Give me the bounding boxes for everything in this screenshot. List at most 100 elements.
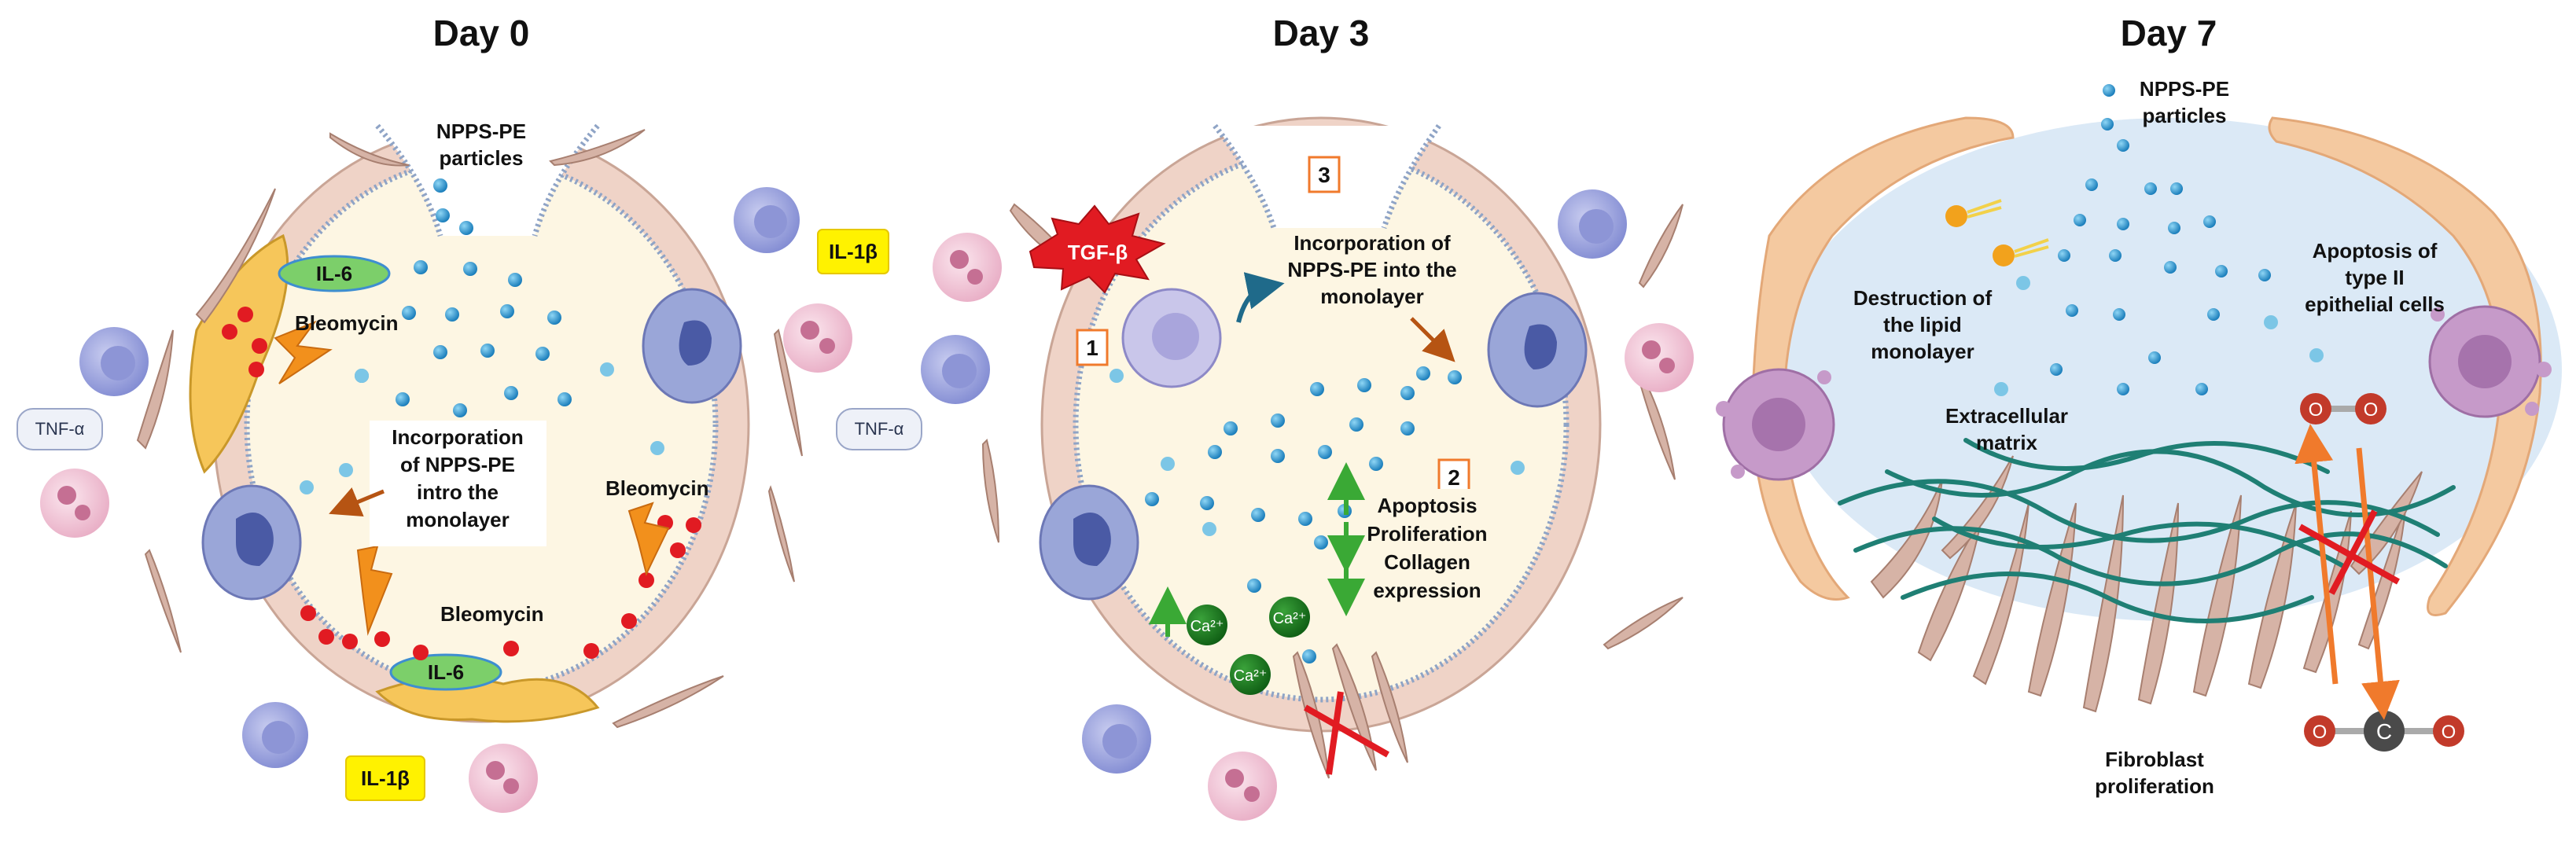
apoptotic-epithelial-cell [2428, 305, 2552, 418]
fibroblast-line2: proliferation [2095, 774, 2214, 798]
type-ii-cell [1039, 484, 1139, 601]
destruction-line3: monolayer [1871, 340, 1974, 363]
incorporation-line4: monolayer [406, 508, 510, 531]
incorporation-line3: intro the [417, 480, 499, 504]
carbon-dioxide-molecule: O C O [2304, 711, 2464, 752]
type-ii-cell [1487, 292, 1588, 408]
calcium-label: Ca²⁺ [1190, 618, 1224, 635]
incorporation-line3: monolayer [1320, 285, 1424, 308]
il1b-badge: IL-1β [345, 755, 425, 801]
fibroblast-group [136, 129, 803, 729]
tgf-beta-label: TGF-β [1068, 241, 1128, 264]
effect-apoptosis: Apoptosis [1377, 494, 1477, 517]
lipid-debris [1945, 199, 2049, 266]
panel-title-day3: Day 3 [1273, 13, 1370, 53]
destruction-line1: Destruction of [1853, 286, 1993, 310]
neutrophil-cell [40, 469, 109, 538]
npps-pe-label-line1: NPPS-PE [436, 119, 526, 143]
atom-label: O [2364, 399, 2379, 421]
destruction-line2: the lipid [1883, 313, 1962, 336]
neutrophil-cell [1208, 752, 1277, 821]
apoptosis-line3: epithelial cells [2305, 292, 2445, 316]
blocked-x-icon [1304, 691, 1389, 775]
il1b-label: IL-1β [829, 240, 878, 263]
npps-pe-label-line1: NPPS-PE [2140, 77, 2229, 101]
neutrophil-cell [1625, 323, 1694, 392]
il1b-badge: IL-1β [817, 229, 889, 274]
atom-label: O [2442, 722, 2456, 743]
incorporation-line2: of NPPS-PE [400, 453, 515, 476]
apoptotic-epithelial-cell [1716, 368, 1835, 481]
panel-title-day7: Day 7 [2121, 13, 2217, 53]
npps-pe-particles [355, 178, 572, 417]
atom-label: C [2376, 719, 2392, 744]
type-i-cell [2268, 116, 2542, 616]
calcium-ion: Ca²⁺ [1269, 597, 1310, 638]
effect-expression: expression [1373, 579, 1481, 602]
atom-label: O [2309, 399, 2324, 421]
panel-day3: TGF-β 1 2 3 Incorporation of NPPS-PE i [921, 116, 1694, 821]
macrophage-cell [79, 327, 149, 396]
il6-label: IL-6 [428, 660, 464, 684]
gas-arrow-up [2294, 424, 2339, 685]
neutrophil-cell [933, 233, 1002, 302]
incorporation-arrow [1410, 317, 1455, 362]
macrophage-cell [1558, 189, 1627, 259]
calcium-ion: Ca²⁺ [1230, 654, 1271, 695]
il6-label: IL-6 [316, 262, 352, 285]
step-marker: 1 [1076, 329, 1109, 366]
gas-arrow-down [2356, 447, 2400, 720]
panel-day0: IL-6 IL-6 IL-1β IL-1β TNF-α TNF-α [17, 119, 922, 813]
npps-pe-particles [1145, 366, 1462, 663]
macrophage-cell [1082, 704, 1151, 774]
panel-title-day0: Day 0 [433, 13, 530, 53]
macrophage-cell [921, 335, 990, 404]
bleomycin-label: Bleomycin [605, 476, 709, 500]
step-number: 3 [1318, 163, 1330, 187]
incorporation-line2: NPPS-PE into the [1287, 258, 1456, 281]
npps-pe-particles-light [300, 362, 664, 494]
fibroblast-line1: Fibroblast [2105, 748, 2204, 771]
il6-badge: IL-6 [389, 653, 502, 691]
npps-pe-label-line2: particles [2143, 104, 2227, 127]
apoptosis-line2: type II [2345, 266, 2404, 289]
oxygen-molecule: O O [2300, 393, 2386, 424]
ecm-line2: matrix [1976, 431, 2038, 454]
il1b-label: IL-1β [361, 766, 410, 790]
effect-proliferation: Proliferation [1367, 522, 1487, 546]
npps-pe-particles-light [1110, 369, 1525, 536]
lightning-bolt-icon [627, 502, 670, 576]
npps-pe-particles [2050, 84, 2271, 395]
bleomycin-label: Bleomycin [295, 311, 399, 335]
npps-pe-particles-light [1994, 276, 2324, 396]
lightning-bolt-icon [274, 320, 333, 384]
effects-box [1360, 489, 1494, 615]
macrophage-cell [734, 187, 800, 253]
apoptosis-line1: Apoptosis of [2313, 239, 2438, 263]
step-number: 1 [1086, 336, 1098, 360]
neutrophil-cell [469, 744, 538, 813]
step-marker: 3 [1308, 156, 1341, 193]
incorporation-arrow [329, 487, 385, 517]
calcium-ion: Ca²⁺ [1187, 605, 1227, 645]
panel-day7: NPPS-PE particles Destruction of the lip… [1716, 77, 2562, 798]
ecm-line1: Extracellular [1945, 404, 2068, 428]
type-ii-cell [201, 484, 302, 601]
incorporation-line1: Incorporation [392, 425, 524, 449]
tnf-label: TNF-α [855, 419, 904, 439]
tnf-label: TNF-α [35, 419, 85, 439]
neutrophil-cell [783, 303, 852, 373]
npps-pe-label-line2: particles [440, 146, 524, 170]
type-ii-cell [642, 288, 742, 404]
calcium-label: Ca²⁺ [1234, 667, 1268, 685]
tgf-beta-burst: TGF-β [1029, 204, 1166, 294]
incorporation-box [370, 421, 546, 546]
bleomycin-label: Bleomycin [440, 602, 544, 626]
effect-collagen: Collagen [1384, 550, 1470, 574]
incorporation-line1: Incorporation of [1294, 231, 1451, 255]
extracellular-matrix-fibers [1838, 438, 2456, 623]
blocked-x-icon [2298, 509, 2400, 595]
atom-label: O [2313, 722, 2328, 743]
